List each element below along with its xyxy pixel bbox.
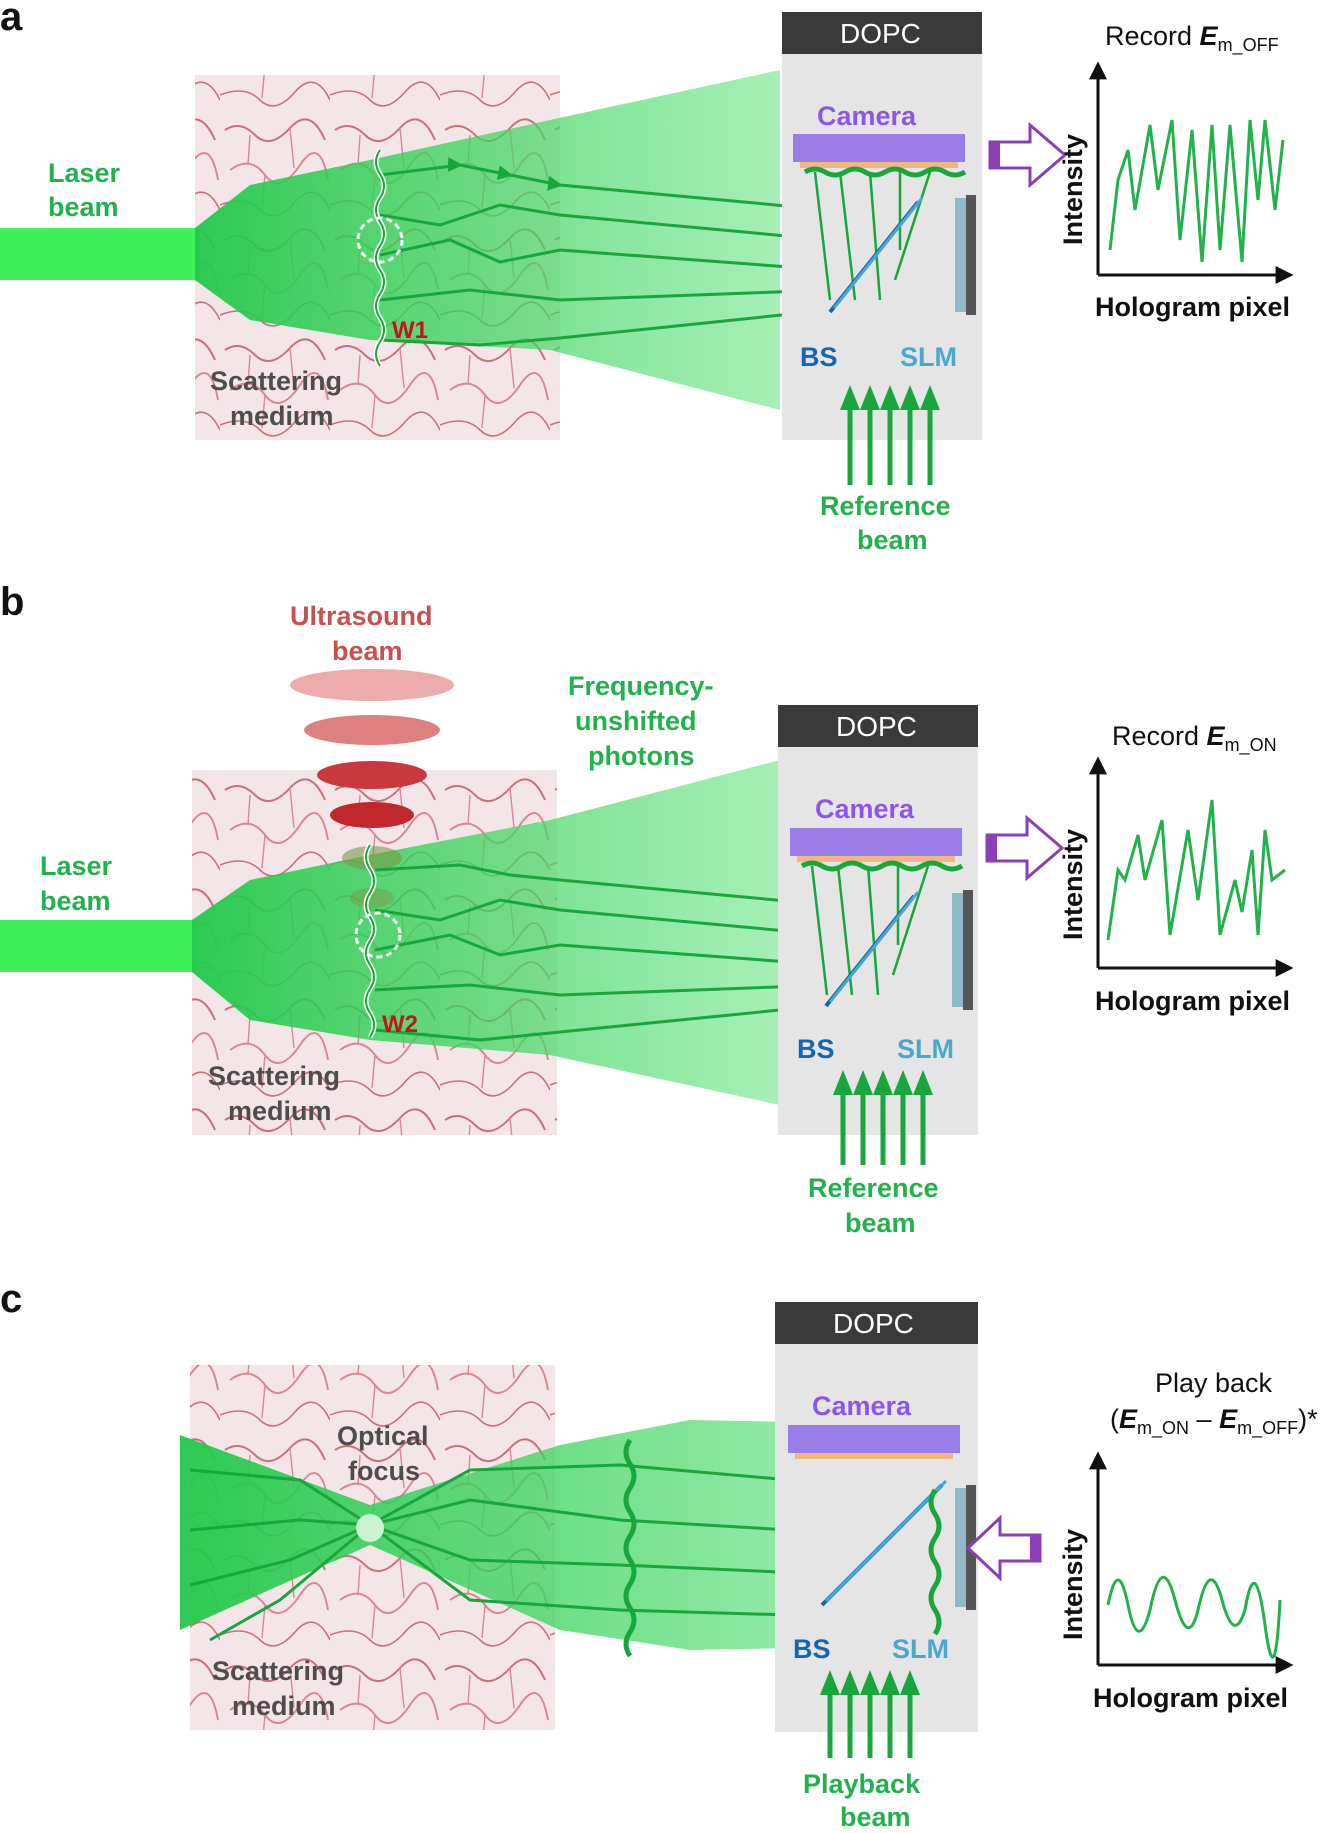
playback-arrow-c — [965, 1514, 1042, 1582]
camera-a — [793, 134, 965, 162]
w1-label: W1 — [392, 317, 428, 344]
laser-beam-a — [0, 228, 200, 280]
scattered-rays-a — [379, 157, 831, 347]
dopc-header-b — [778, 705, 978, 747]
laser-label-b-2: beam — [40, 886, 111, 916]
laser-label-a-1: Laser — [48, 158, 121, 188]
freq-label-3: photons — [588, 741, 694, 771]
us-pulse-4 — [330, 802, 414, 828]
plot-title-c-2: (Em_ON – Em_OFF)* — [1110, 1404, 1318, 1439]
reference-arrows-b — [840, 1090, 926, 1165]
ref-label-b-1: Reference — [808, 1173, 939, 1203]
slm-label-c: SLM — [892, 1634, 949, 1664]
w2-label: W2 — [382, 1011, 418, 1038]
panel-letter-b: b — [0, 580, 24, 624]
record-arrow-a — [988, 121, 1068, 189]
diffuse-light-b — [192, 760, 780, 1105]
interference-a — [803, 166, 967, 178]
diffuse-light-a — [195, 70, 780, 410]
playback-label-1: Playback — [803, 1769, 921, 1799]
playback-arrows-c — [827, 1690, 913, 1758]
focus-label-2: focus — [348, 1456, 420, 1486]
bs-label-b: BS — [797, 1034, 835, 1064]
us-label-2: beam — [332, 636, 403, 666]
medium-label-b-2: medium — [228, 1096, 332, 1126]
ylabel-b: Intensity — [1058, 829, 1088, 940]
record-arrow-b — [985, 814, 1065, 882]
ref-label-a-1: Reference — [820, 491, 951, 521]
laser-label-b-1: Laser — [40, 851, 113, 881]
panel-letter-a: a — [0, 0, 23, 39]
optical-focus-spot — [356, 1514, 384, 1542]
ylabel-c: Intensity — [1058, 1529, 1088, 1640]
bs-label-a: BS — [800, 342, 838, 372]
ref-label-a-2: beam — [857, 525, 928, 555]
returning-rays-c — [189, 1463, 961, 1642]
plot-title-c-1: Play back — [1155, 1368, 1273, 1398]
medium-label-c-1: Scattering — [212, 1656, 344, 1686]
panel-b: b Ultrasound beam W2 Frequency- unshifte… — [0, 580, 1294, 1238]
playback-curve-c — [1106, 1576, 1282, 1659]
plot-title-a: Record Em_OFF — [1105, 21, 1279, 56]
xlabel-b: Hologram pixel — [1095, 986, 1290, 1016]
playback-label-2: beam — [840, 1802, 911, 1832]
laser-beam-b — [0, 920, 195, 972]
dopc-label-a: DOPC — [840, 18, 921, 49]
dopc-header-c — [775, 1302, 978, 1344]
slm-a — [966, 195, 976, 315]
ref-label-b-2: beam — [845, 1208, 916, 1238]
camera-b — [790, 828, 962, 856]
plot-title-b: Record Em_ON — [1112, 721, 1277, 756]
interference-b — [800, 860, 964, 872]
camera-label-b: Camera — [815, 794, 915, 824]
xlabel-c: Hologram pixel — [1093, 1683, 1288, 1713]
camera-c — [788, 1425, 960, 1453]
dopc-box-a — [782, 12, 982, 440]
camera-label-c: Camera — [812, 1391, 912, 1421]
reference-arrows-a — [847, 405, 933, 485]
medium-label-c-2: medium — [232, 1691, 336, 1721]
slm-label-a: SLM — [900, 342, 957, 372]
slm-b — [963, 890, 973, 1010]
freq-label-1: Frequency- — [568, 671, 714, 701]
medium-label-a-1: Scattering — [210, 366, 342, 396]
us-pulse-1 — [290, 669, 454, 701]
freq-label-2: unshifted — [575, 706, 697, 736]
hologram-curve-a — [1108, 119, 1285, 263]
slm-label-b: SLM — [897, 1034, 954, 1064]
guide-star-circle-a — [356, 216, 404, 264]
laser-label-a-2: beam — [48, 192, 119, 222]
wavefront-c — [623, 1438, 637, 1658]
guide-star-circle-b — [354, 911, 402, 959]
medium-label-b-1: Scattering — [208, 1061, 340, 1091]
us-pulse-3 — [317, 761, 427, 789]
dopc-box-c — [775, 1302, 978, 1732]
us-pulse-2 — [304, 715, 440, 745]
hologram-curve-b — [1106, 799, 1286, 941]
dopc-label-b: DOPC — [836, 711, 917, 742]
medium-label-a-2: medium — [230, 401, 334, 431]
dopc-label-c: DOPC — [833, 1308, 914, 1339]
panel-c: c Optical focus Scattering medium DOPC C… — [0, 1277, 1318, 1832]
panel-letter-c: c — [0, 1277, 22, 1321]
camera-label-a: Camera — [817, 101, 917, 131]
ylabel-a: Intensity — [1058, 134, 1088, 245]
dopc-header-a — [782, 12, 982, 54]
scattered-rays-b — [374, 863, 831, 1042]
dopc-box-b — [778, 705, 978, 1135]
bs-label-c: BS — [793, 1634, 831, 1664]
focus-label-1: Optical — [337, 1421, 429, 1451]
xlabel-a: Hologram pixel — [1095, 292, 1290, 322]
us-label-1: Ultrasound — [290, 601, 433, 631]
panel-a: a W1 Laser beam Scattering medium DOPC C… — [0, 0, 1294, 555]
